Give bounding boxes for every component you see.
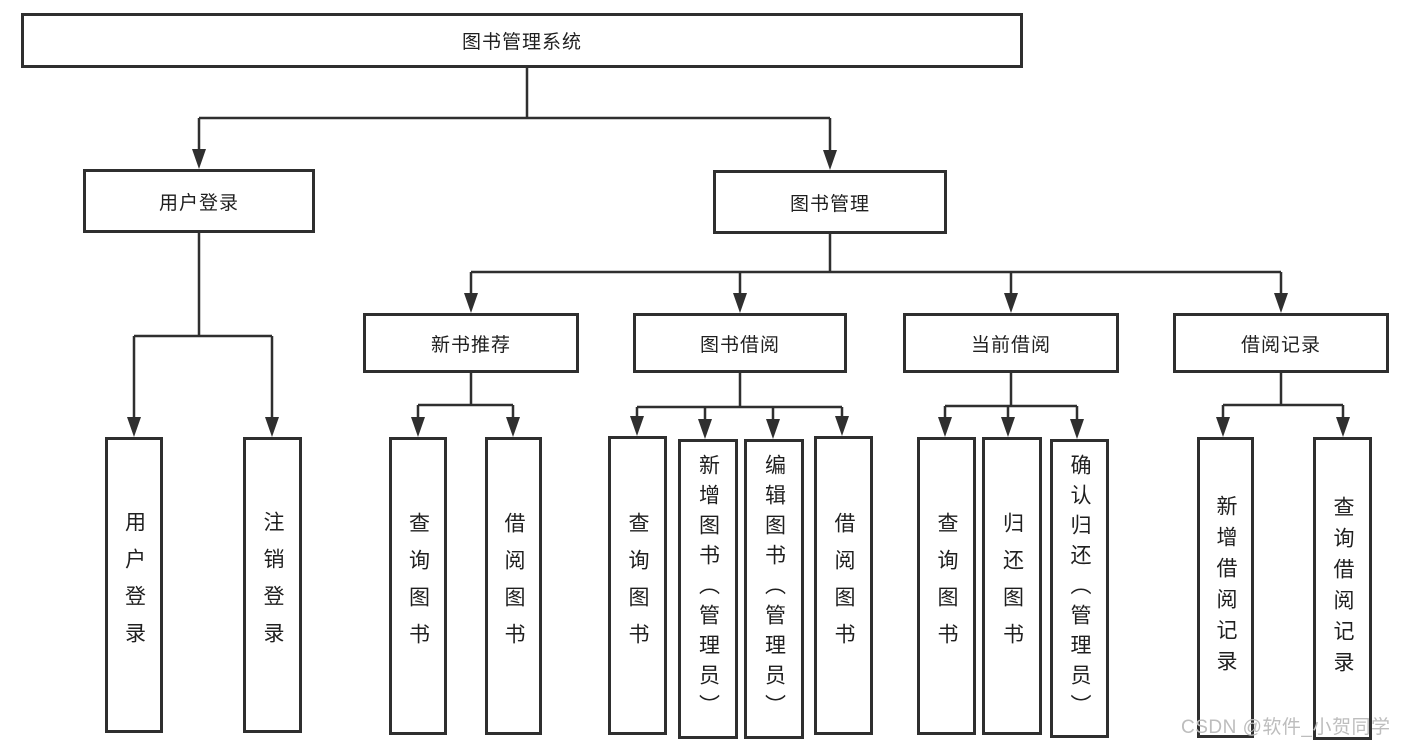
leaf-logout: 注销登录 xyxy=(243,437,302,733)
node-current-borrowing: 当前借阅 xyxy=(903,313,1119,373)
node-user-login-label: 用户登录 xyxy=(158,192,239,214)
leaf-add-book-admin: 新增图书（管理员） xyxy=(678,439,738,739)
leaf-user-login: 用户登录 xyxy=(105,437,163,733)
leaf-logout-label: 注销登录 xyxy=(261,511,284,659)
leaf-borrow-books-2-label: 借阅图书 xyxy=(832,511,855,660)
leaf-edit-book-admin-label: 编辑图书（管理员） xyxy=(762,454,786,724)
arrowheads xyxy=(127,149,1350,439)
leaf-confirm-return-admin: 确认归还（管理员） xyxy=(1050,439,1109,738)
node-root: 图书管理系统 xyxy=(21,13,1023,68)
csdn-watermark: CSDN @软件_小贺同学 xyxy=(1181,717,1391,738)
node-book-borrowing: 图书借阅 xyxy=(633,313,847,373)
leaf-borrow-books-1: 借阅图书 xyxy=(485,437,542,735)
leaf-query-books-2-label: 查询图书 xyxy=(626,511,649,660)
connector-path xyxy=(132,68,1345,430)
leaf-add-borrow-record-label: 新增借阅记录 xyxy=(1214,494,1237,681)
arrowhead xyxy=(265,417,279,437)
node-new-book-recommend-label: 新书推荐 xyxy=(430,334,511,356)
arrowhead xyxy=(1216,417,1230,437)
arrowhead xyxy=(464,293,478,313)
node-current-borrowing-label: 当前借阅 xyxy=(970,334,1051,356)
leaf-add-book-admin-label: 新增图书（管理员） xyxy=(696,454,720,724)
leaf-add-borrow-record: 新增借阅记录 xyxy=(1197,437,1254,738)
arrowhead xyxy=(192,149,206,169)
leaf-query-borrow-record-label: 查询借阅记录 xyxy=(1331,495,1354,682)
node-book-management-label: 图书管理 xyxy=(789,193,870,215)
leaf-edit-book-admin: 编辑图书（管理员） xyxy=(744,439,804,739)
arrowhead xyxy=(698,419,712,439)
leaf-confirm-return-admin-label: 确认归还（管理员） xyxy=(1068,453,1091,724)
leaf-return-book-label: 归还图书 xyxy=(1000,512,1024,660)
arrowhead xyxy=(938,417,952,437)
arrowhead xyxy=(127,417,141,437)
node-book-management: 图书管理 xyxy=(713,170,947,234)
arrowhead xyxy=(1336,417,1350,437)
node-borrowing-records-label: 借阅记录 xyxy=(1240,334,1321,356)
arrowhead xyxy=(411,417,425,437)
arrowhead xyxy=(1070,419,1084,439)
node-book-borrowing-label: 图书借阅 xyxy=(699,334,780,356)
leaf-query-books-3-label: 查询图书 xyxy=(935,512,958,660)
leaf-return-book: 归还图书 xyxy=(982,437,1042,735)
leaf-borrow-books-2: 借阅图书 xyxy=(814,436,873,735)
arrowhead xyxy=(1001,417,1015,437)
leaf-borrow-books-1-label: 借阅图书 xyxy=(502,512,525,660)
leaf-query-books-1-label: 查询图书 xyxy=(406,512,430,660)
leaf-query-books-3: 查询图书 xyxy=(917,437,976,735)
leaf-query-borrow-record: 查询借阅记录 xyxy=(1313,437,1372,740)
leaf-query-books-2: 查询图书 xyxy=(608,436,667,735)
leaf-query-books-1: 查询图书 xyxy=(389,437,447,735)
node-root-label: 图书管理系统 xyxy=(461,32,582,53)
arrowhead xyxy=(733,293,747,313)
arrowhead xyxy=(766,419,780,439)
arrowhead xyxy=(506,417,520,437)
arrowhead xyxy=(1274,293,1288,313)
arrowhead xyxy=(823,150,837,170)
arrowhead xyxy=(835,416,849,436)
arrowhead xyxy=(630,416,644,436)
node-new-book-recommend: 新书推荐 xyxy=(363,313,579,373)
node-borrowing-records: 借阅记录 xyxy=(1173,313,1389,373)
leaf-user-login-label: 用户登录 xyxy=(122,511,146,659)
node-user-login: 用户登录 xyxy=(83,169,315,233)
arrowhead xyxy=(1004,293,1018,313)
